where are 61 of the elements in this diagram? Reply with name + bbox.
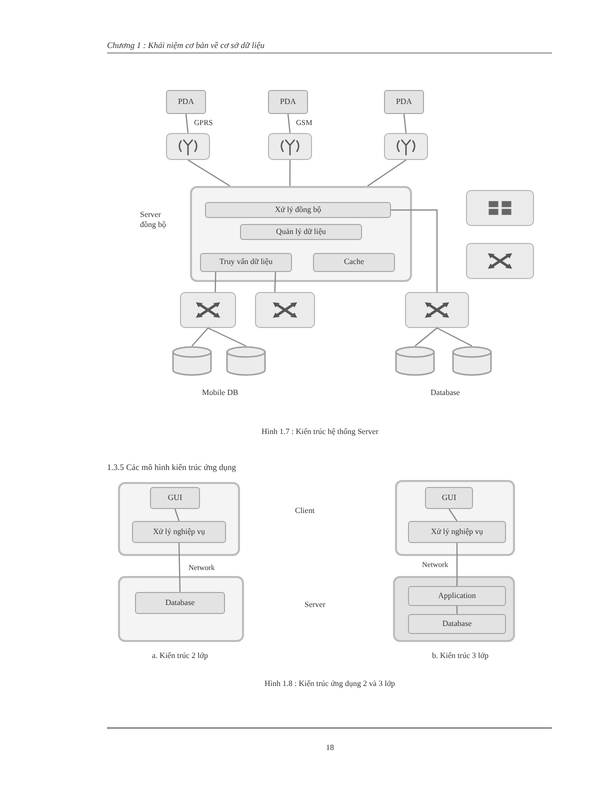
connector-line [367, 160, 406, 186]
antenna-tile [166, 133, 210, 160]
group-label: Mobile DB [202, 388, 238, 397]
process-box: Truy vấn dữ liệu [200, 253, 292, 272]
connector-line [414, 328, 438, 346]
server-tier-box [393, 576, 515, 642]
layer-box: GUI [150, 487, 200, 509]
page-number: 18 [326, 743, 334, 752]
subfigure-caption: a. Kiến trúc 2 lớp [152, 651, 208, 660]
side-label: Server đồng bộ [140, 210, 167, 230]
device-box: PDA [384, 90, 424, 114]
connector-line [436, 327, 472, 347]
connector-line [289, 160, 291, 186]
layer-box: Database [135, 592, 225, 614]
connector-line [391, 209, 438, 292]
section-heading: 1.3.5 Các mô hình kiến trúc ứng dụng [107, 462, 236, 472]
antenna-tile [268, 133, 312, 160]
group-label: Database [430, 388, 460, 397]
tier-label: Server [304, 600, 326, 609]
server-tier-box [118, 576, 244, 642]
connector-line [188, 160, 230, 186]
process-box: Cache [313, 253, 395, 272]
layer-box: Xử lý nghiệp vụ [408, 521, 506, 543]
icon-tile [405, 292, 469, 328]
subfigure-caption: b. Kiến trúc 3 lớp [432, 651, 488, 660]
database-cylinder [172, 346, 212, 376]
connector-line [185, 114, 189, 134]
process-box: Xử lý đồng bộ [205, 202, 391, 218]
icon-tile [180, 292, 236, 328]
figure-caption: Hình 1.7 : Kiến trúc hệ thống Server [262, 427, 378, 436]
icon-tile [466, 190, 534, 226]
figure-caption: Hình 1.8 : Kiến trúc ứng dụng 2 và 3 lớp [264, 679, 396, 688]
device-box: PDA [268, 90, 308, 114]
page-header: Chương 1 : Khái niệm cơ bản về cơ sở dữ liệu [107, 40, 264, 50]
icon-tile [466, 243, 534, 279]
tier-label: Client [295, 506, 315, 515]
connector-line [287, 114, 291, 134]
connector-line [208, 327, 246, 347]
connector-line [178, 542, 181, 592]
connector-line [274, 272, 276, 292]
connector-line [456, 606, 458, 614]
layer-box: Xử lý nghiệp vụ [132, 521, 226, 543]
layer-box: GUI [425, 487, 473, 509]
connector-line [448, 508, 458, 522]
client-tier-box [118, 482, 240, 556]
database-cylinder [226, 346, 266, 376]
server-frame [190, 186, 412, 282]
connector-line [214, 272, 216, 292]
database-cylinder [452, 346, 492, 376]
database-cylinder [395, 346, 435, 376]
process-box: Quản lý dữ liệu [240, 224, 362, 240]
connector-line [174, 508, 180, 522]
client-tier-box [395, 480, 515, 556]
icon-tile [255, 292, 315, 328]
layer-box: Database [408, 614, 506, 634]
antenna-tile [384, 133, 428, 160]
connector-line [403, 114, 407, 134]
layer-box: Application [408, 586, 506, 606]
device-box: PDA [166, 90, 206, 114]
connector-line [456, 543, 458, 586]
connector-line [192, 328, 208, 346]
